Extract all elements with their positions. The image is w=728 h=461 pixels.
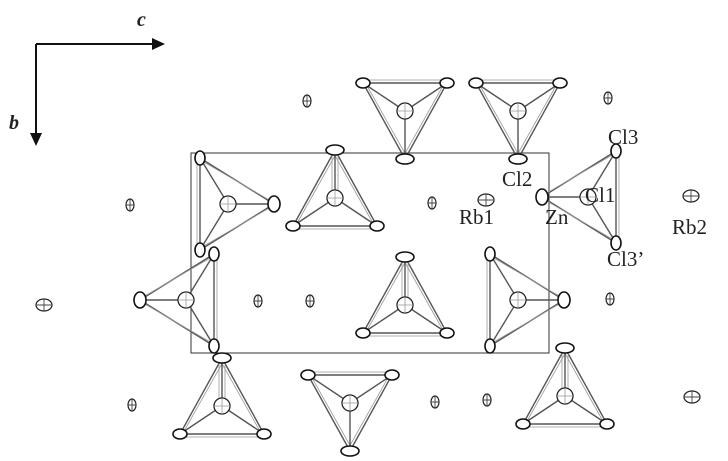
rb-atom xyxy=(682,189,700,203)
rb-atoms xyxy=(35,91,701,412)
rb-atom xyxy=(35,298,53,312)
rb-atom xyxy=(482,393,492,407)
tetrahedron xyxy=(172,352,272,440)
b-axis-arrowhead xyxy=(30,133,42,146)
tetrahedron xyxy=(484,246,571,354)
axes: c b xyxy=(9,9,165,146)
zncl4-tetrahedra xyxy=(133,77,622,457)
tetrahedron xyxy=(194,150,281,258)
b-axis-label: b xyxy=(9,112,19,134)
label-cl3: Cl3 xyxy=(608,125,638,149)
label-cl3-prime: Cl3’ xyxy=(607,247,644,271)
rb-atom xyxy=(605,292,615,306)
tetrahedron xyxy=(285,144,385,232)
rb-atom xyxy=(427,196,437,210)
c-axis-arrowhead xyxy=(152,38,165,50)
unit-cell xyxy=(190,152,550,354)
rb-atom xyxy=(125,198,135,212)
atom-labels: Cl3 Cl2 Cl1 Rb1 Zn Rb2 Cl3’ xyxy=(459,125,707,271)
tetrahedron xyxy=(468,77,568,165)
label-rb2: Rb2 xyxy=(672,215,707,239)
tetrahedron xyxy=(133,246,220,354)
rb-atom xyxy=(302,94,312,108)
c-axis-label: c xyxy=(137,9,146,31)
tetrahedron xyxy=(355,251,455,339)
rb-atom xyxy=(430,395,440,409)
rb-atom xyxy=(603,91,613,105)
label-zn: Zn xyxy=(545,205,569,229)
label-cl2: Cl2 xyxy=(502,167,532,191)
label-rb1: Rb1 xyxy=(459,205,494,229)
tetrahedron xyxy=(300,369,400,457)
tetrahedron xyxy=(355,77,455,165)
label-cl1: Cl1 xyxy=(585,183,615,207)
rb-atom xyxy=(683,390,701,404)
rb-atom xyxy=(253,294,263,308)
rb-atom xyxy=(305,294,315,308)
rb-atom xyxy=(127,398,137,412)
tetrahedron xyxy=(515,342,615,430)
